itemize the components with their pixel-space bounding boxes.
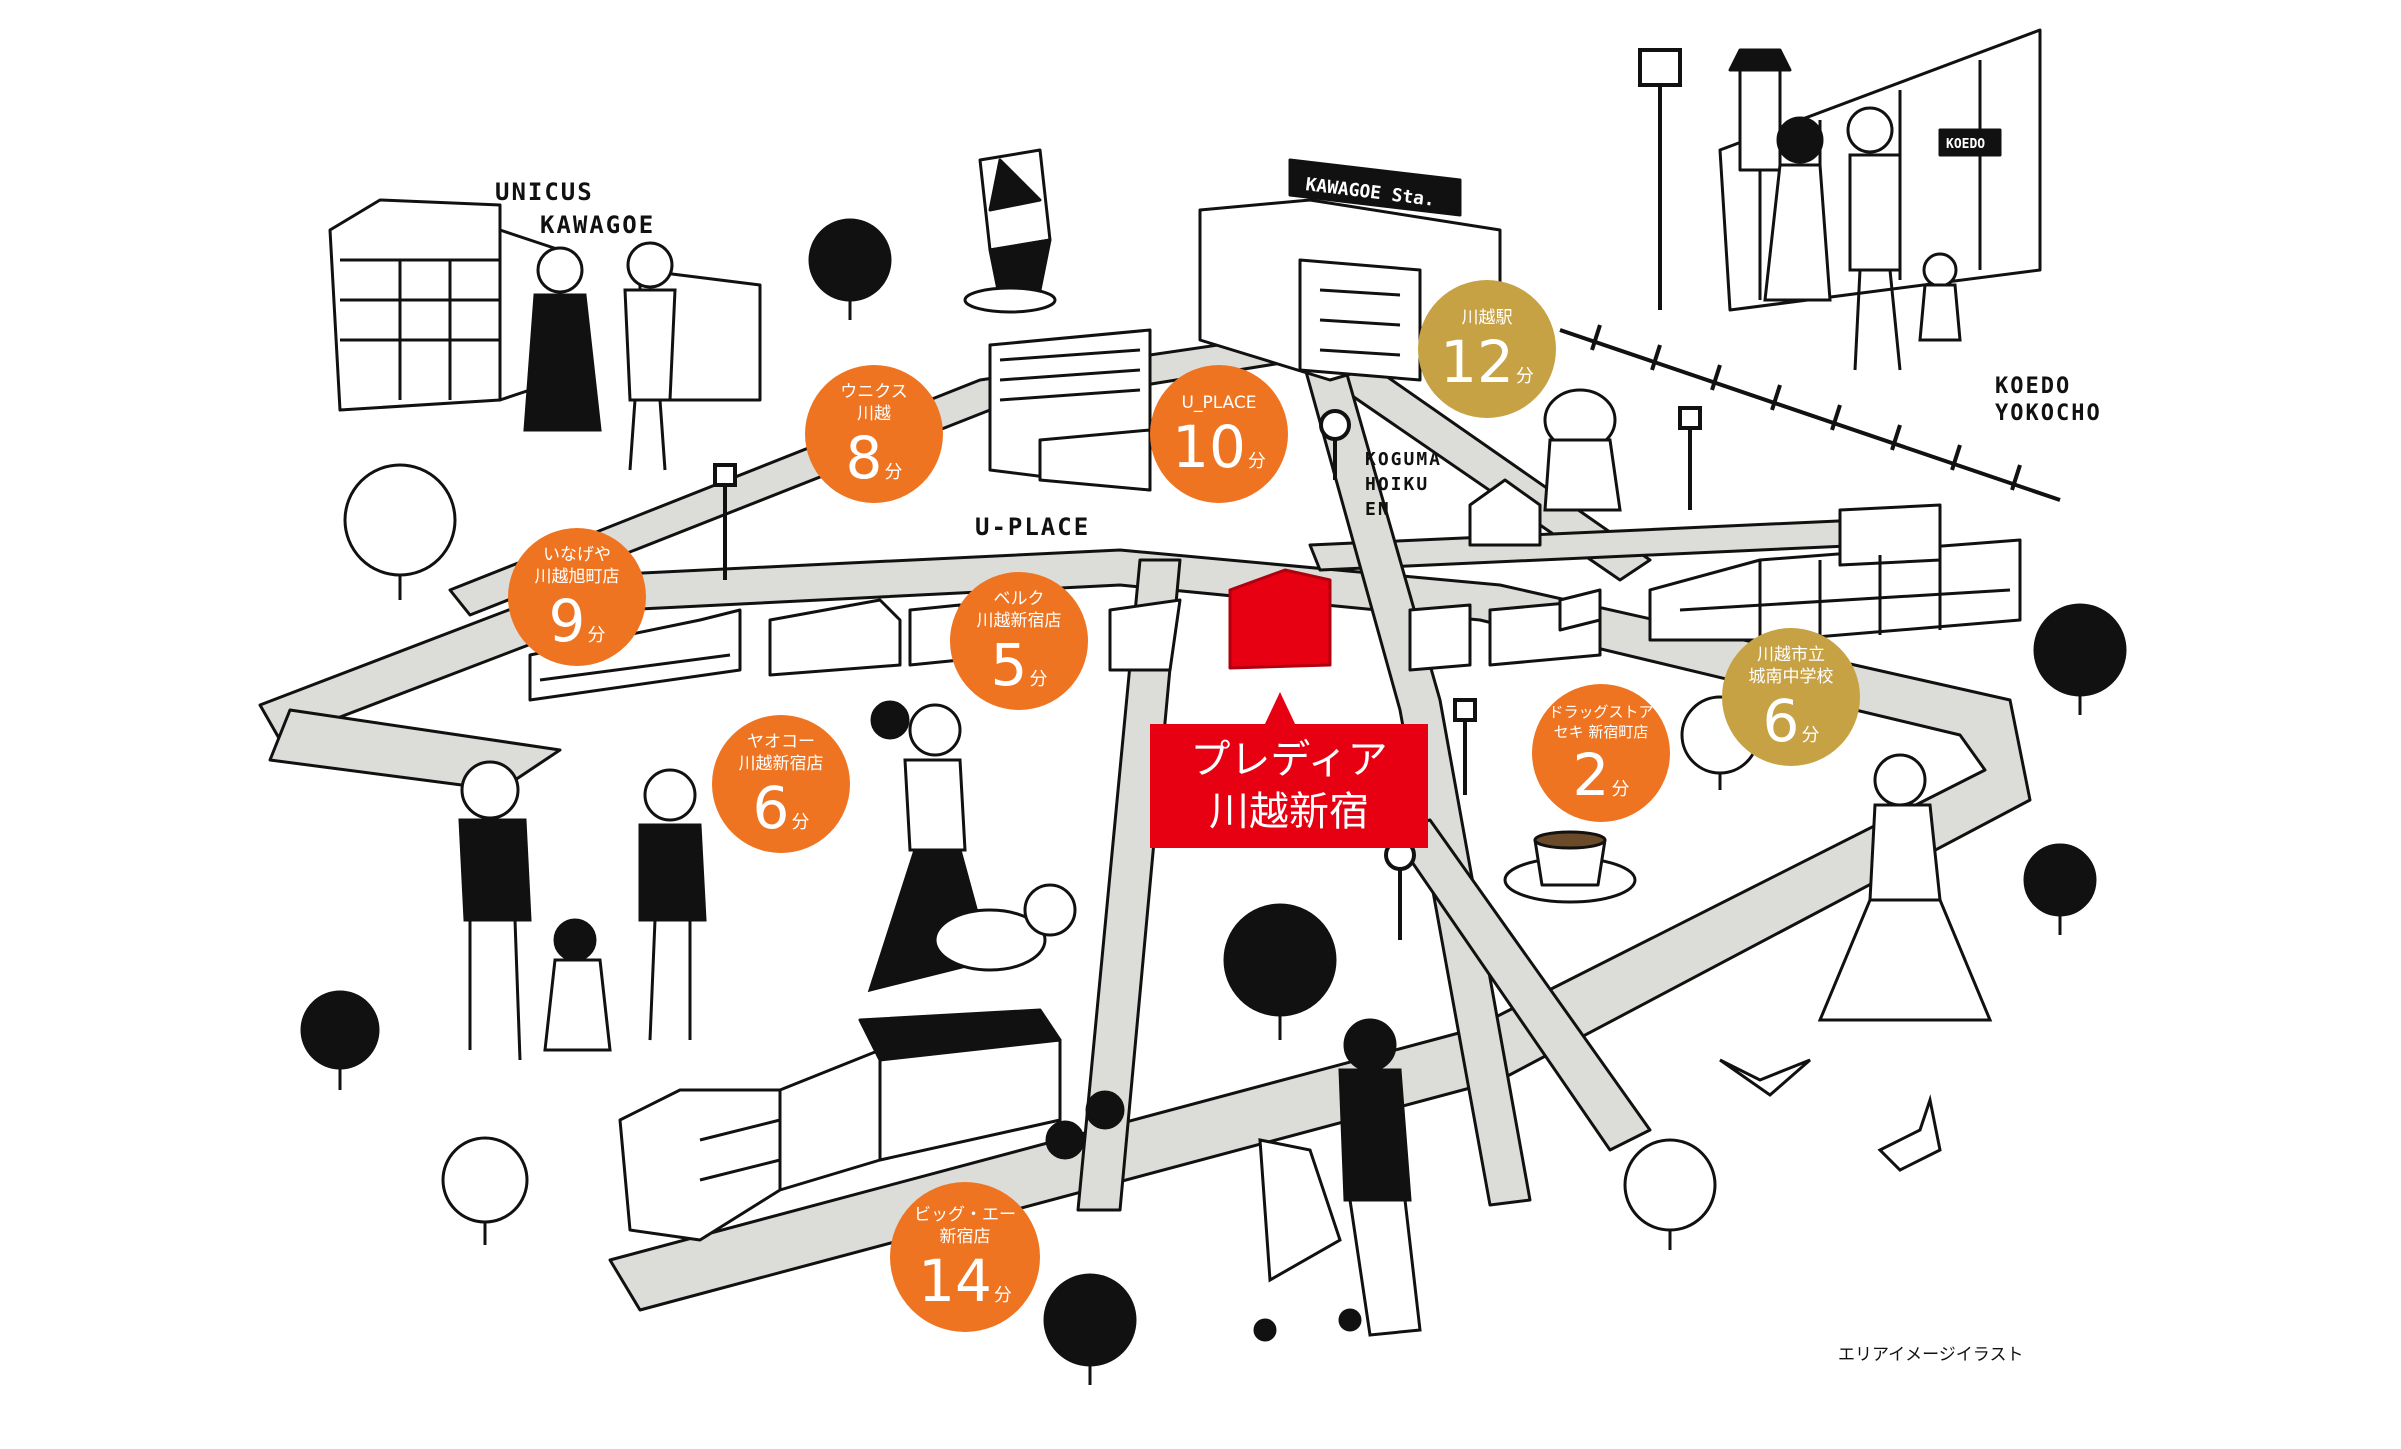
planter [1108,598,1182,672]
spot-minutes: 6 [752,774,790,842]
tree-black [1223,903,1337,1040]
destination-pointer [1264,692,1296,726]
belc-store [768,598,962,677]
spot-unit: 分 [1611,779,1630,800]
road-main-horizontal [258,548,2032,1312]
spot-minutes: 14 [918,1247,992,1315]
image-caption: エリアイメージイラスト [1838,1345,2024,1365]
tree-black [2033,603,2127,715]
road-vertical-west [1076,558,1182,1212]
koguma-hoiku-en-house [1468,478,1542,547]
birds [1719,1058,1942,1172]
lamp-post [713,463,737,580]
tree-black [300,990,380,1090]
destination-label: プレディア 川越新宿 [1150,724,1428,848]
spot-unit: 分 [1515,366,1534,387]
buildings [328,28,2042,1242]
spot-name: いなげや 川越旭町店 [534,545,620,587]
tree-black [1043,1273,1137,1385]
tree-white [1623,1138,1717,1250]
spot-name: ベルク 川越新宿店 [976,589,1062,631]
spot-minutes: 9 [548,587,586,655]
trees [300,218,2127,1385]
koedo-yokocho-line1: KOEDO [1995,374,2071,399]
tree-white [441,1136,529,1245]
spot-name: ウニクス 川越 [840,382,908,424]
bear-statue [1543,388,1622,512]
couple-unicus [523,241,677,471]
destination-label-line2: 川越新宿 [1209,789,1369,835]
spot-name: ヤオコー 川越新宿店 [738,732,824,774]
spot-minutes: 8 [845,424,883,492]
spot-minutes: 10 [1172,413,1246,481]
spot-unit: 分 [993,1285,1012,1306]
destination-label-line1: プレディア [1190,737,1388,783]
spot-unit: 分 [587,625,606,646]
spot-name: 川越駅 [1461,308,1513,328]
tree-white [343,463,457,600]
inageya-store [528,608,742,702]
koedo-yokocho-line2: YOKOCHO [1995,401,2102,426]
bus-stop-sign [1319,409,1351,480]
u-place-label: U-PLACE [975,513,1090,541]
railway-track [1559,324,2061,502]
spot-unit: 分 [791,812,810,833]
u-place-building [988,328,1152,492]
tree-black [2023,843,2097,935]
coffee-cup [1503,830,1637,904]
koguma-label-line1: KOGUMA [1365,449,1442,470]
spot-minutes: 6 [1762,687,1800,755]
unicus-label-line2: KAWAGOE [540,211,655,239]
spot-minutes: 5 [990,631,1028,699]
lamp-post [1453,698,1477,795]
spot-unit: 分 [1029,669,1048,690]
family-koedo [1763,106,1962,371]
tree-black [808,218,892,320]
woman-with-camera [1817,753,1993,1022]
spot-unit: 分 [1247,451,1266,472]
spot-unit: 分 [1801,725,1820,746]
tree-small-black [1045,1120,1085,1160]
spot-name: ドラッグストア セキ 新宿町店 [1548,703,1654,741]
spot-minutes: 12 [1440,328,1514,396]
destination-building [1228,568,1332,670]
people [458,106,1993,1342]
family-left [458,760,707,1061]
spot-minutes: 2 [1572,741,1610,809]
spot-name: U_PLACE [1181,393,1257,413]
drugstore-buildings [1408,588,1602,672]
jonan-junior-high-building [1648,503,2022,642]
tree-small-black [1085,1090,1125,1130]
koguma-label-line3: EN [1365,499,1391,520]
koedo-sign: KOEDO [1946,137,1985,152]
sculpture [963,148,1057,314]
spot-unit: 分 [884,462,903,483]
street-lamps [713,48,1702,940]
road-sign [1384,839,1416,940]
big-a-building [618,1008,1062,1242]
unicus-label-line1: UNICUS [495,178,594,206]
woman-with-stroller [1253,1018,1422,1342]
spot-name: ビッグ・エー 新宿店 [914,1205,1016,1247]
lamp-post [1678,406,1702,510]
tree-small-black [870,700,910,740]
lamp-post [1638,48,1682,310]
koguma-label-line2: HOIKU [1365,474,1429,495]
spot-name: 川越市立 城南中学校 [1748,645,1834,687]
woman-walking-dog [867,703,1077,993]
